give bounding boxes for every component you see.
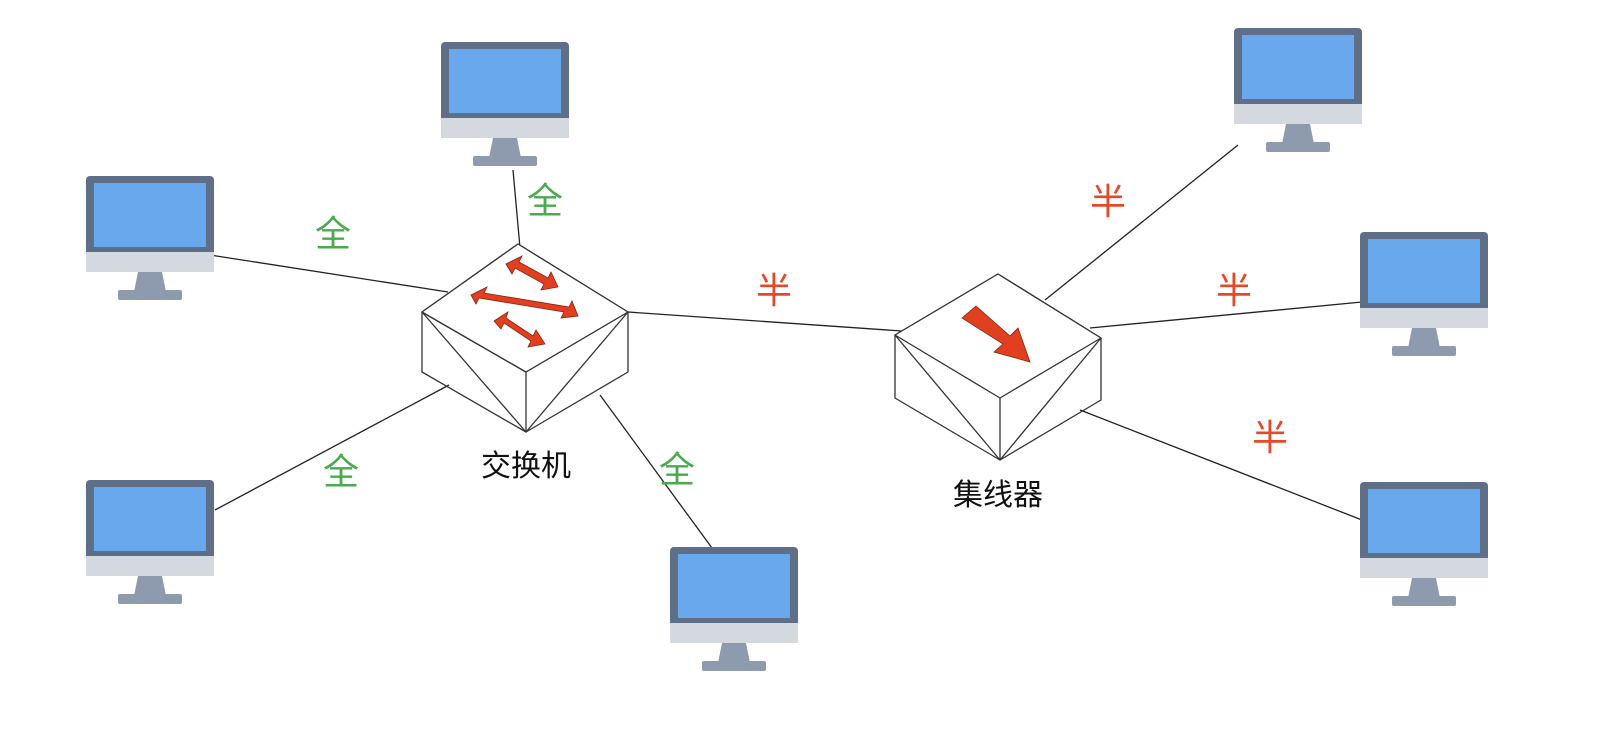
link-sw-bottom bbox=[599, 394, 713, 549]
link-hub-bottom-right bbox=[1079, 409, 1363, 521]
link-sw-top bbox=[512, 169, 521, 249]
hub-label: 集线器 bbox=[953, 478, 1043, 513]
link-label-hub-bottom-right: 半 bbox=[1252, 418, 1288, 459]
link-label-sw-bottom: 全 bbox=[659, 450, 695, 491]
link-hub-right bbox=[1089, 301, 1363, 329]
monitor-icon bbox=[86, 480, 214, 604]
monitor-icon bbox=[1360, 232, 1488, 356]
switch-label: 交换机 bbox=[481, 449, 571, 484]
link-sw-left-lower bbox=[214, 384, 450, 511]
monitor-icon bbox=[670, 547, 798, 671]
switch-box-icon bbox=[421, 243, 629, 433]
bidirectional-arrows-icon bbox=[470, 255, 579, 348]
computers-group bbox=[86, 28, 1488, 671]
link-sw-left-upper bbox=[209, 254, 449, 293]
monitor-icon bbox=[86, 176, 214, 300]
link-label-hub-right: 半 bbox=[1216, 271, 1252, 312]
monitor-icon bbox=[441, 42, 569, 166]
link-sw-hub bbox=[627, 311, 903, 332]
link-label-sw-hub: 半 bbox=[756, 271, 792, 312]
link-hub-top-right bbox=[1044, 144, 1239, 301]
link-label-sw-top: 全 bbox=[527, 181, 563, 222]
link-label-sw-left-upper: 全 bbox=[315, 214, 351, 255]
link-label-sw-left-lower: 全 bbox=[323, 452, 359, 493]
monitor-icon bbox=[1234, 28, 1362, 152]
hub-box-icon bbox=[894, 273, 1102, 461]
down-right-arrow-icon bbox=[961, 305, 1031, 363]
link-label-hub-top-right: 半 bbox=[1090, 182, 1126, 223]
monitor-icon bbox=[1360, 482, 1488, 606]
links-group bbox=[209, 144, 1363, 549]
